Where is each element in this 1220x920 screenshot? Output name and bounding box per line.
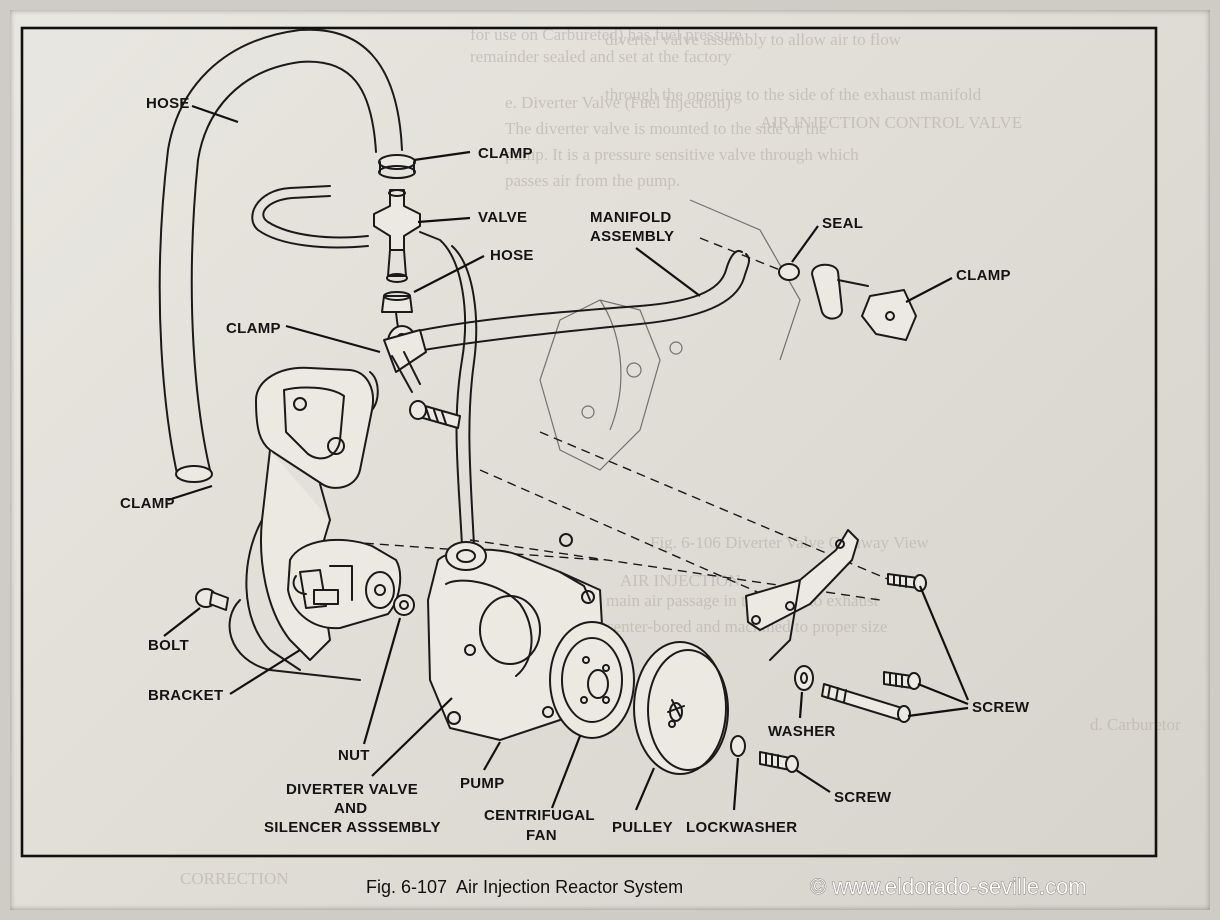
seal-clamp-group bbox=[699, 237, 917, 341]
ghost-line: e. Diverter Valve (Fuel Injection) bbox=[505, 93, 731, 112]
label-pulley: PULLEY bbox=[612, 819, 673, 836]
label-and: AND bbox=[334, 800, 367, 817]
ghost-line: passes air from the pump. bbox=[505, 171, 680, 190]
label-seal: SEAL bbox=[822, 215, 863, 232]
label-clamp: CLAMP bbox=[226, 320, 281, 337]
ghost-line: diverter valve assembly to allow air to … bbox=[605, 30, 902, 49]
ghost-line: main air passage in the pump to exhaust bbox=[606, 591, 879, 610]
label-bolt: BOLT bbox=[148, 637, 189, 654]
label-hose: HOSE bbox=[490, 247, 534, 264]
ghost-line: AIR INJECTION CONTROL VALVE bbox=[760, 113, 1022, 132]
label-silencer-assembly: SILENCER ASSSEMBLY bbox=[264, 819, 441, 836]
label-screw: SCREW bbox=[834, 789, 892, 806]
label-manifold-assembly: ASSEMBLY bbox=[590, 228, 674, 245]
drawing bbox=[158, 28, 927, 775]
label-nut: NUT bbox=[338, 747, 370, 764]
pulley bbox=[633, 641, 729, 775]
label-bracket: BRACKET bbox=[148, 687, 223, 704]
ghost-line: CORRECTION bbox=[180, 869, 289, 888]
label-washer: WASHER bbox=[768, 723, 836, 740]
label-centrifugal: CENTRIFUGAL bbox=[484, 807, 595, 824]
ghost-line: through the opening to the side of the e… bbox=[605, 85, 982, 104]
left-bolt bbox=[195, 588, 229, 611]
label-fan: FAN bbox=[526, 827, 557, 844]
mounting-bracket bbox=[745, 529, 859, 661]
ghost-line: for use on Carbureted) has fuel pressure bbox=[470, 25, 742, 44]
alignment-line bbox=[479, 469, 781, 603]
part-labels: HOSE CLAMP VALVE HOSE MANIFOLD ASSEMBLY … bbox=[120, 95, 1030, 844]
upper-hose bbox=[158, 28, 403, 483]
figure-border bbox=[20, 26, 1158, 858]
ghost-line: AIR INJECTION bbox=[620, 571, 740, 590]
exhaust-manifold bbox=[539, 199, 801, 471]
upper-bolt bbox=[409, 400, 461, 429]
manifold-pipe bbox=[383, 250, 751, 393]
centrifugal-fan bbox=[549, 621, 635, 739]
ghost-line: center-bored and machined to proper size bbox=[606, 617, 887, 636]
label-lockwasher: LOCKWASHER bbox=[686, 819, 797, 836]
label-pump: PUMP bbox=[460, 775, 505, 792]
nut bbox=[393, 594, 415, 616]
leader-lines bbox=[163, 104, 970, 811]
ghost-line: The diverter valve is mounted to the sid… bbox=[505, 119, 827, 138]
label-manifold: MANIFOLD bbox=[590, 209, 672, 226]
ghost-line: d. Carburetor bbox=[1090, 715, 1181, 734]
bracket bbox=[245, 366, 379, 671]
right-screws bbox=[821, 573, 927, 723]
vacuum-line-outer bbox=[451, 245, 478, 546]
washer bbox=[794, 665, 814, 691]
label-clamp: CLAMP bbox=[478, 145, 533, 162]
label-valve: VALVE bbox=[478, 209, 527, 226]
lockwasher-screw bbox=[730, 735, 799, 773]
ghost-line: Fig. 6-106 Diverter Valve Cutaway View bbox=[650, 533, 930, 552]
figure-caption: Fig. 6-107 Air Injection Reactor System bbox=[366, 877, 683, 897]
valve-stack bbox=[373, 154, 421, 346]
label-clamp: CLAMP bbox=[956, 267, 1011, 284]
ghost-line: remainder sealed and set at the factory bbox=[470, 47, 732, 66]
diverter-valve-assembly bbox=[228, 538, 402, 681]
label-clamp: CLAMP bbox=[120, 495, 175, 512]
label-diverter-valve: DIVERTER VALVE bbox=[286, 781, 418, 798]
label-screw: SCREW bbox=[972, 699, 1030, 716]
site-watermark: © www.eldorado-seville.com bbox=[810, 874, 1087, 899]
label-hose: HOSE bbox=[146, 95, 190, 112]
ghost-line: pump. It is a pressure sensitive valve t… bbox=[505, 145, 859, 164]
vacuum-line bbox=[419, 231, 467, 546]
